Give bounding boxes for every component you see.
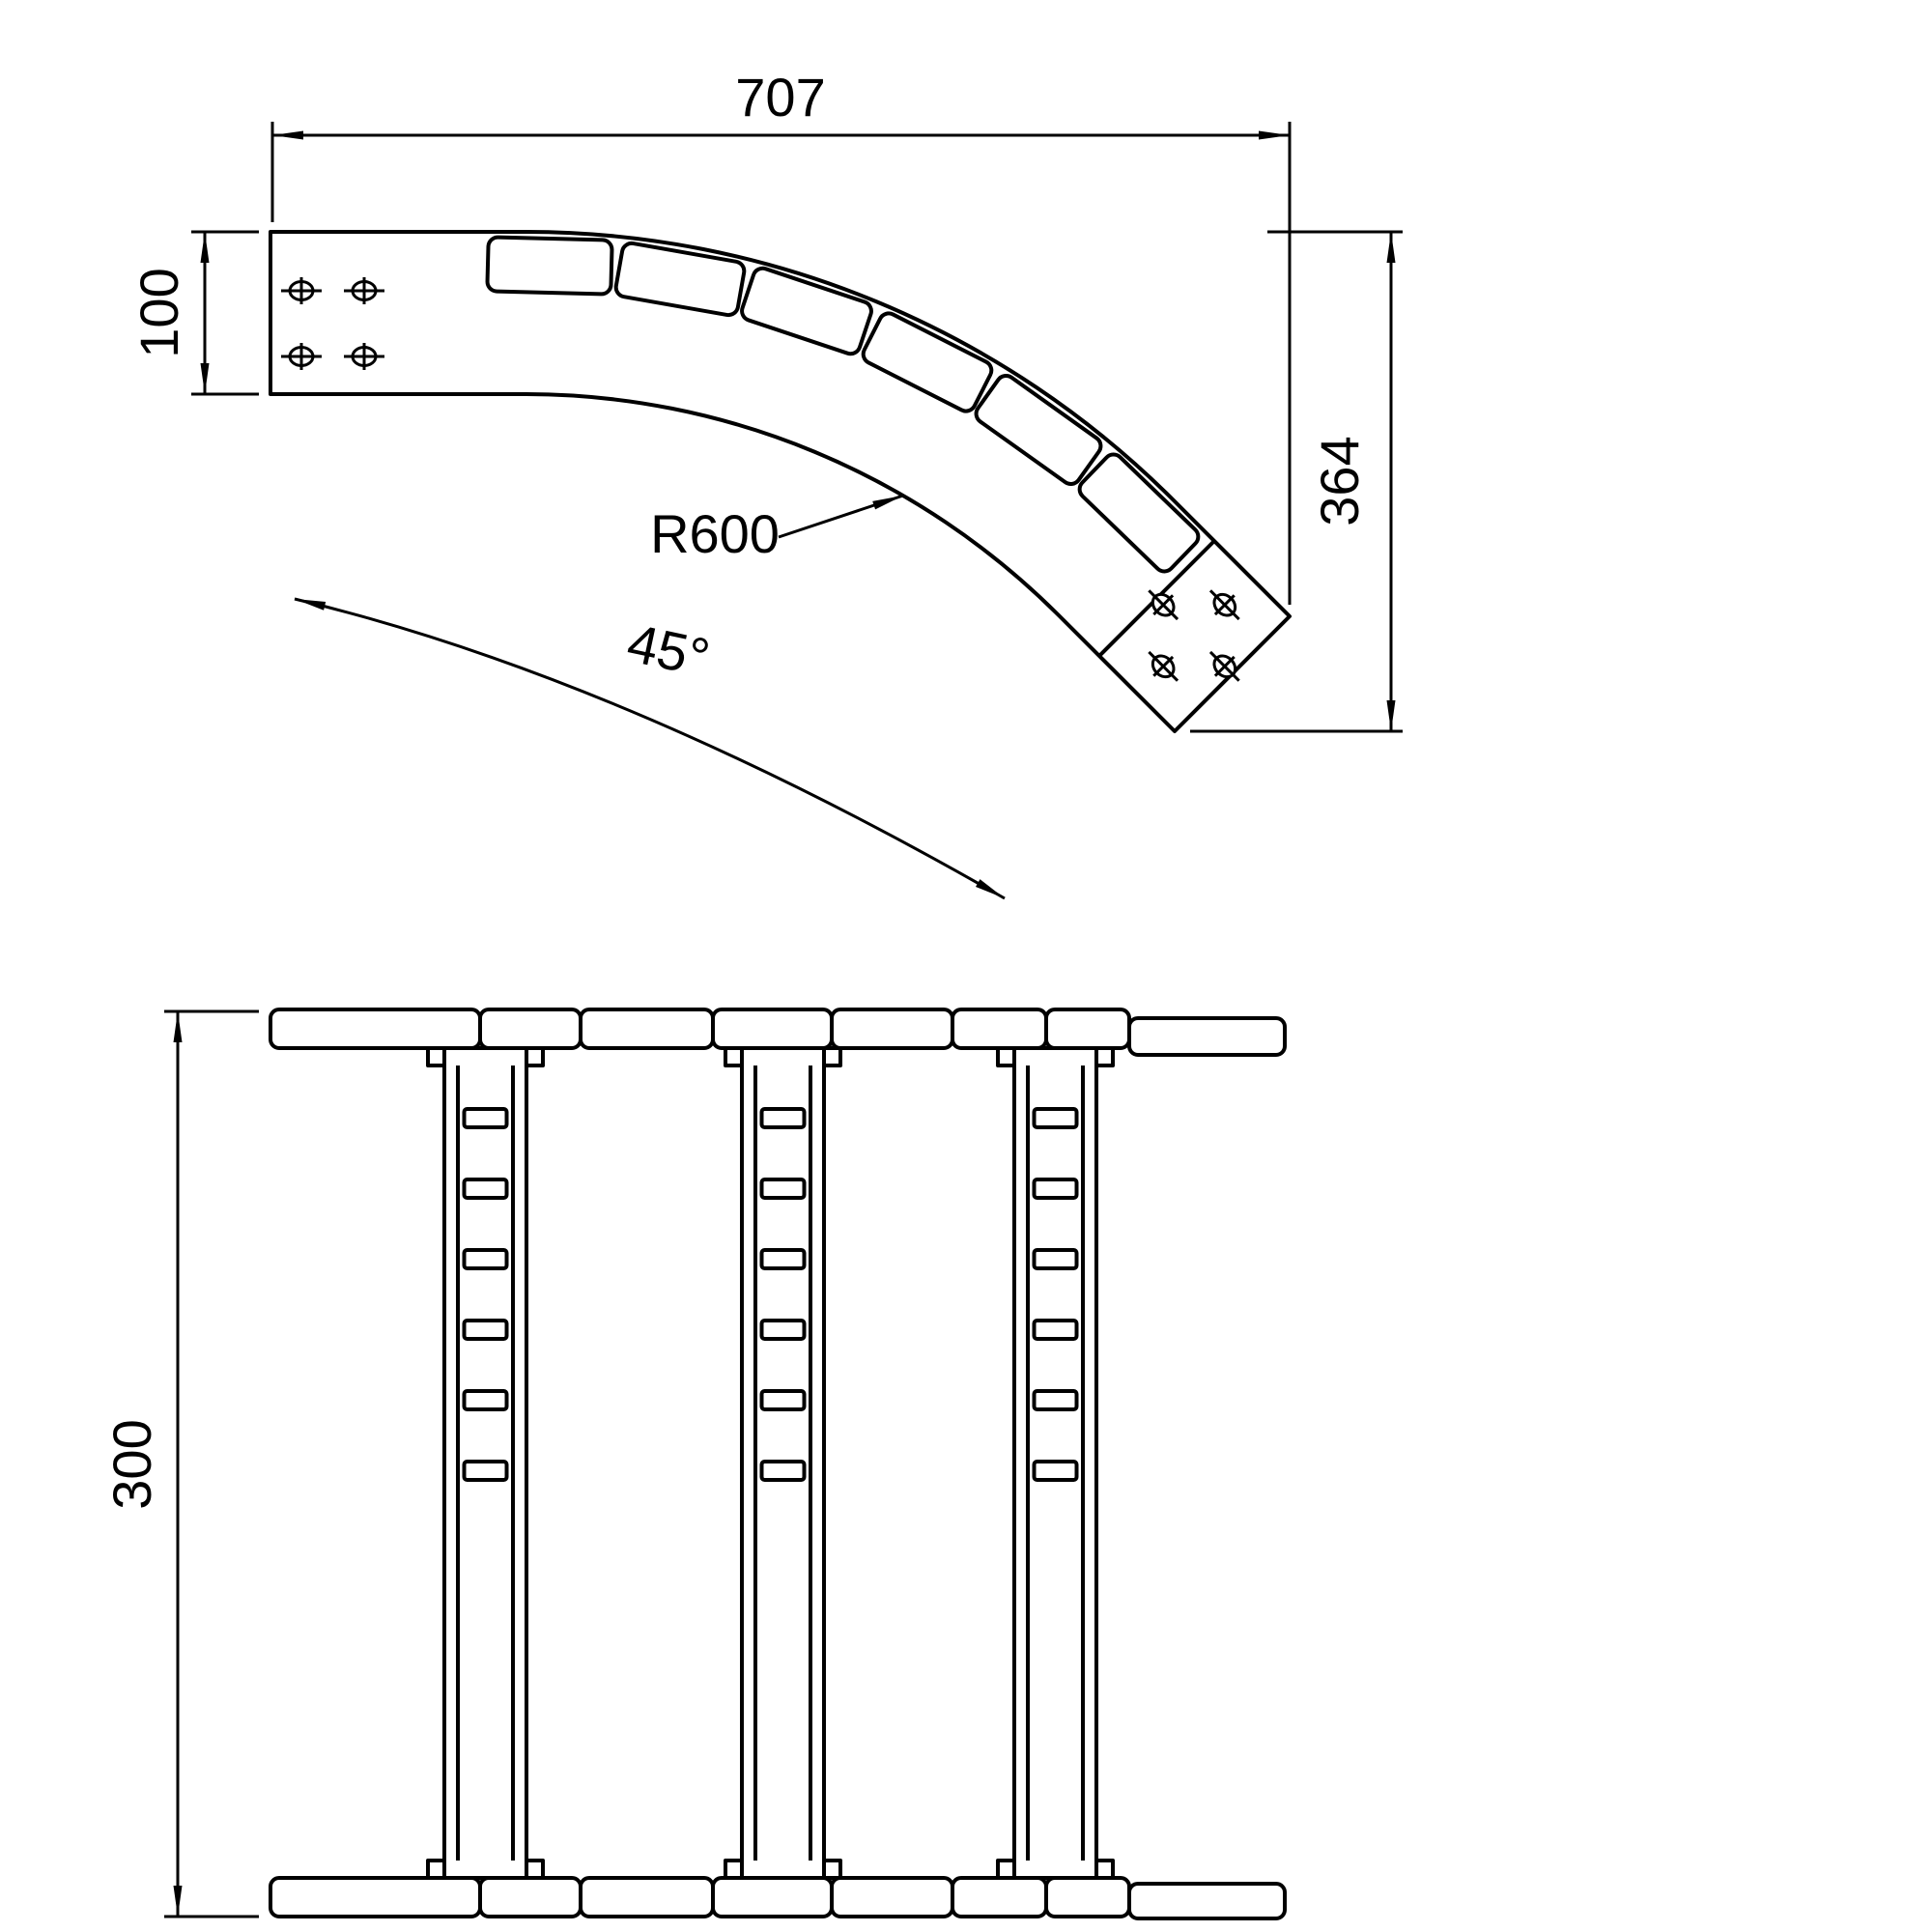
- radius-callout: R600: [650, 494, 904, 564]
- front-view: 300: [101, 1008, 1287, 1920]
- ladder-height-dimension-label: 300: [101, 1419, 162, 1509]
- angle-arc: [294, 597, 1006, 900]
- bend-body-outline: [269, 230, 1292, 733]
- flange-segment: [1044, 1008, 1131, 1050]
- flange-segment: [711, 1008, 834, 1050]
- flange-segment: [478, 1008, 582, 1050]
- flange-segment: [478, 1876, 582, 1918]
- bend-segment: [613, 241, 747, 318]
- bend-segments: [485, 235, 1201, 574]
- width-dimension: 707: [270, 67, 1292, 605]
- bottom-flange: [269, 1876, 1287, 1920]
- flange-segment: [579, 1008, 715, 1050]
- flange-segment: [579, 1876, 715, 1918]
- bend-segment: [1077, 452, 1201, 574]
- end-height-dimension: 100: [128, 230, 259, 396]
- bend-segment: [740, 266, 873, 356]
- height-dimension: 364: [1190, 230, 1403, 733]
- flange-segment: [269, 1008, 482, 1050]
- end-height-dimension-label: 100: [128, 268, 189, 357]
- radius-label: R600: [650, 503, 780, 564]
- width-dimension-label: 707: [735, 67, 825, 128]
- top-view: 707 100 364 R600 45°: [128, 67, 1403, 900]
- top-flange: [269, 1008, 1287, 1057]
- bend-segment: [974, 373, 1103, 487]
- flange-segment: [711, 1876, 834, 1918]
- bend-segment: [485, 235, 614, 297]
- flange-segment: [951, 1876, 1048, 1918]
- ladder-rail: [996, 1046, 1115, 1880]
- flange-segment: [269, 1876, 482, 1918]
- flange-segment: [830, 1876, 954, 1918]
- flange-segment: [1127, 1882, 1287, 1920]
- ladder-rail: [724, 1046, 842, 1880]
- flange-segment: [1127, 1016, 1287, 1057]
- leader-line: [778, 494, 904, 539]
- flange-segment: [951, 1008, 1048, 1050]
- flange-segment: [1044, 1876, 1131, 1918]
- height-dimension-label: 364: [1309, 436, 1370, 526]
- ladder-height-dimension: 300: [101, 1009, 259, 1918]
- ladder-rail: [426, 1046, 545, 1880]
- flange-segment: [830, 1008, 954, 1050]
- bend-segment: [861, 311, 994, 413]
